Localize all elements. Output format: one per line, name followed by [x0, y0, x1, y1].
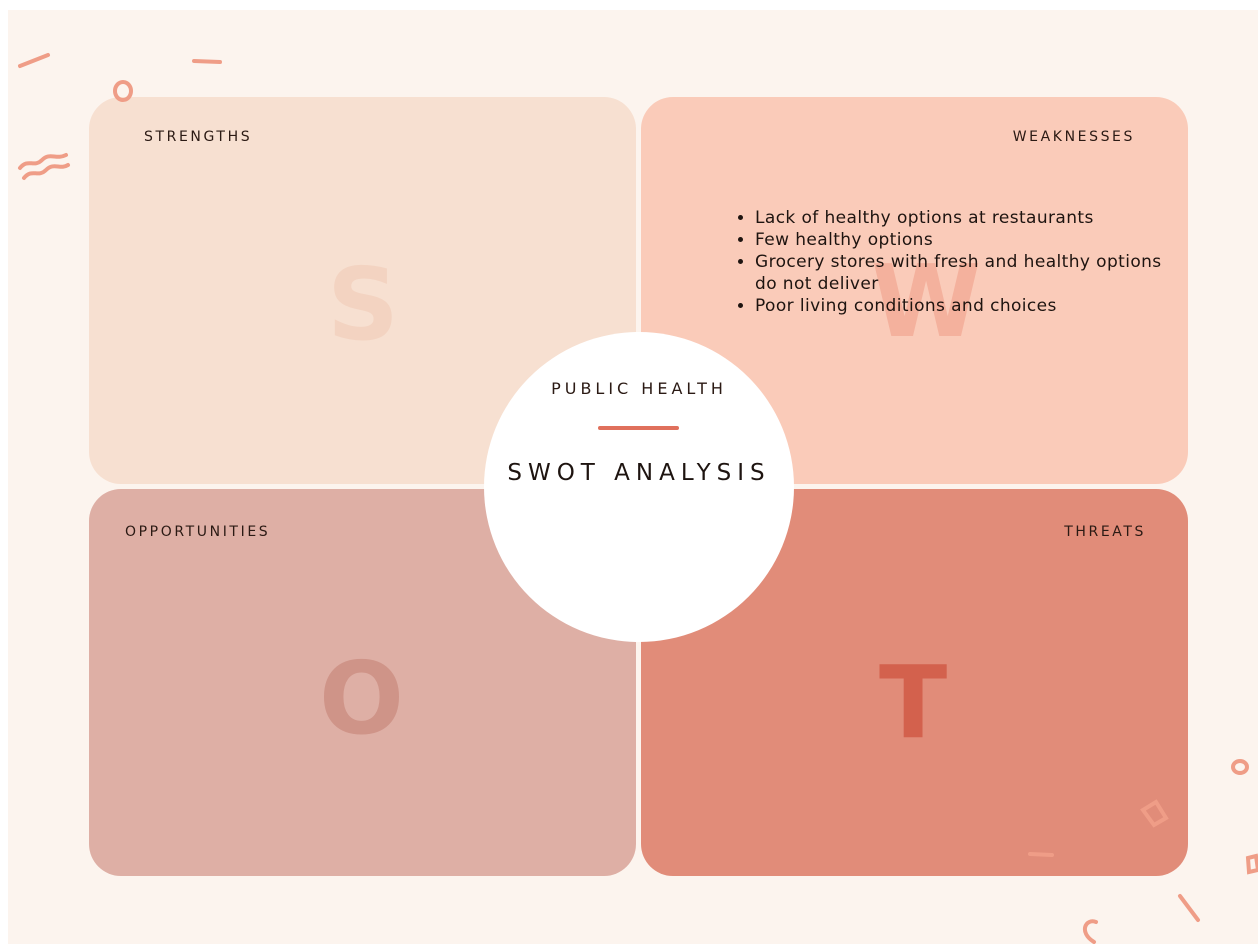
confetti-dash-icon — [192, 59, 222, 64]
strengths-letter: S — [327, 246, 400, 363]
confetti-dash-icon — [18, 53, 50, 68]
center-subtitle: PUBLIC HEALTH — [551, 379, 727, 398]
swot-canvas: STRENGTHS S WEAKNESSES W Lack of healthy… — [8, 10, 1258, 944]
opportunities-title: OPPORTUNITIES — [125, 524, 271, 540]
weakness-item: Lack of healthy options at restaurants — [755, 207, 1185, 229]
center-title: SWOT ANALYSIS — [507, 460, 771, 486]
weaknesses-list: Lack of healthy options at restaurants F… — [729, 207, 1185, 317]
threats-title: THREATS — [1064, 524, 1146, 540]
confetti-dash-icon — [1028, 852, 1054, 857]
threats-letter: T — [879, 644, 948, 761]
opportunities-quadrant: OPPORTUNITIES O — [89, 489, 636, 876]
center-divider — [598, 426, 679, 430]
strengths-quadrant: STRENGTHS S — [89, 97, 636, 484]
opportunities-letter: O — [319, 640, 405, 757]
confetti-squiggle-icon — [22, 163, 70, 180]
confetti-square-icon — [1140, 799, 1169, 828]
weakness-item: Poor living conditions and choices — [755, 295, 1185, 317]
confetti-squiggle-icon — [18, 153, 68, 170]
confetti-square-icon — [1245, 853, 1258, 875]
strengths-title: STRENGTHS — [144, 129, 253, 145]
confetti-curl-icon — [1082, 919, 1098, 944]
weaknesses-letter: W — [871, 243, 982, 360]
confetti-ring-icon — [113, 80, 133, 102]
confetti-ring-icon — [1231, 759, 1249, 775]
confetti-decoration — [18, 53, 1258, 944]
weaknesses-title: WEAKNESSES — [1012, 129, 1135, 145]
confetti-dash-icon — [1178, 894, 1200, 922]
weakness-item: Few healthy options — [755, 229, 1185, 251]
weakness-item: Grocery stores with fresh and healthy op… — [755, 251, 1185, 295]
center-circle: PUBLIC HEALTH SWOT ANALYSIS — [484, 332, 794, 642]
